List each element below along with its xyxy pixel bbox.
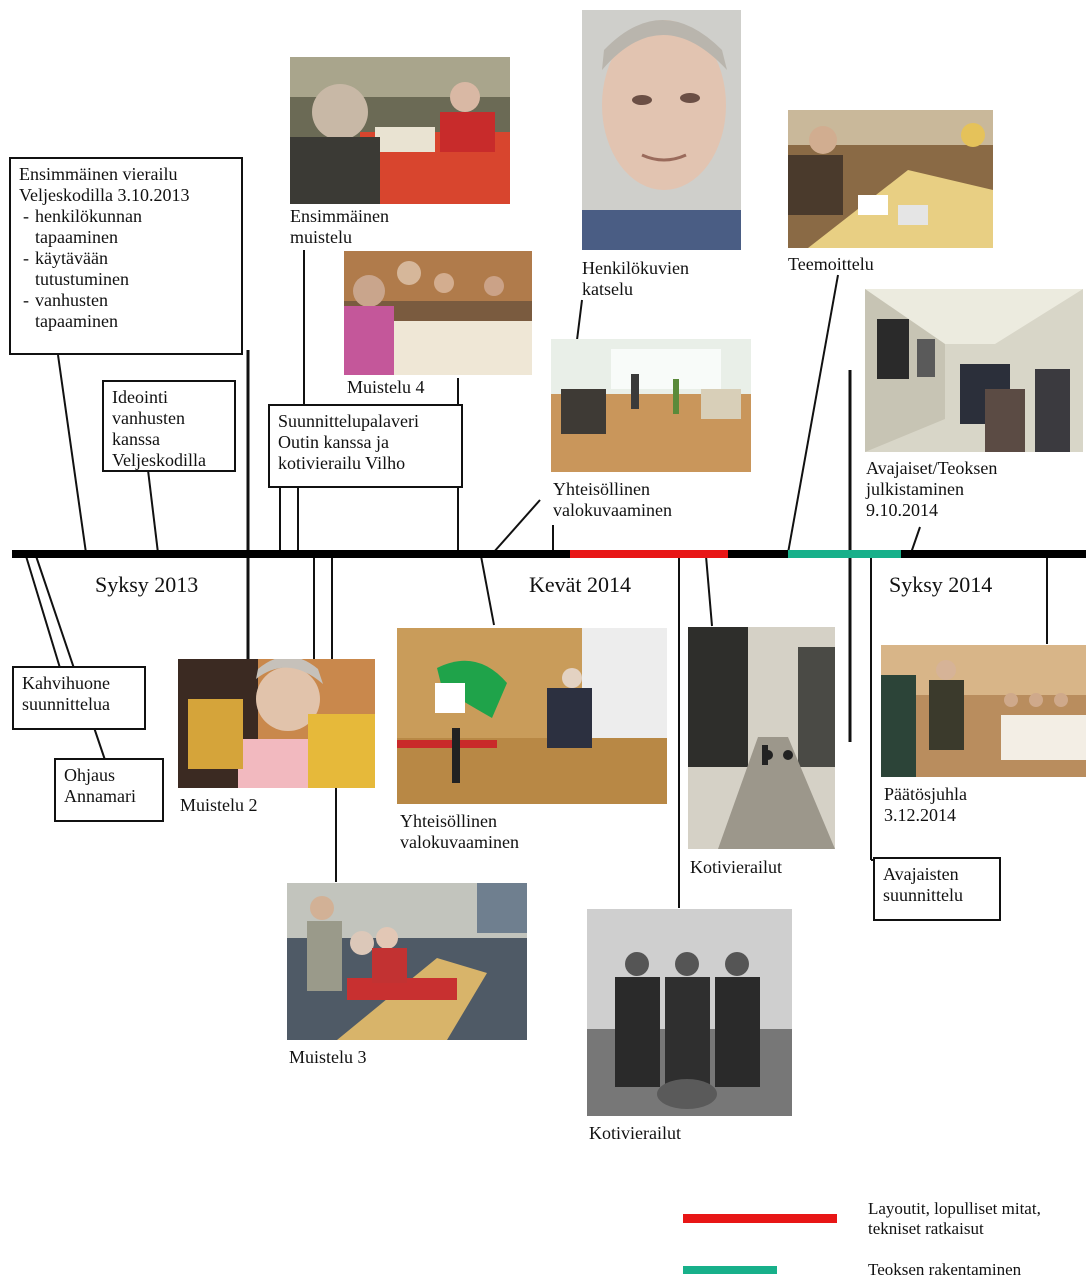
guidance-box: Ohjaus Annamari	[54, 758, 164, 822]
communal-photo-bottom	[397, 628, 667, 804]
first-visit-item: käytävään tutustuminen	[23, 248, 233, 290]
first-visit-item: henkilökunnan tapaaminen	[23, 206, 233, 248]
reminiscence2-caption: Muistelu 2	[180, 795, 258, 815]
themes-photo	[788, 110, 993, 248]
communal-photo-top-caption: Yhteisöllinen valokuvaaminen	[553, 479, 672, 520]
reminiscence4-photo	[344, 251, 532, 375]
opening-photo	[865, 289, 1083, 452]
cafe-planning-box: Kahvihuone suunnittelua	[12, 666, 146, 730]
legend-swatch-build	[683, 1266, 777, 1274]
planning-meeting-box: Suunnittelupalaveri Outin kanssa ja koti…	[268, 404, 463, 488]
communal-photo-top	[551, 339, 751, 472]
opening-caption: Avajaiset/Teoksen julkistaminen 9.10.201…	[866, 458, 998, 520]
first-reminiscence-photo	[290, 57, 510, 204]
season-autumn-2014: Syksy 2014	[889, 572, 993, 597]
themes-caption: Teemoittelu	[788, 254, 874, 274]
home-visits-caption-2: Kotivierailut	[589, 1123, 681, 1143]
legend-label-build: Teoksen rakentaminen	[868, 1260, 1022, 1279]
legend-label-layout: Layoutit, lopulliset mitat, tekniset rat…	[868, 1199, 1041, 1238]
reminiscence3-caption: Muistelu 3	[289, 1047, 367, 1067]
portrait-photo	[582, 10, 741, 250]
home-visits-caption-1: Kotivierailut	[690, 857, 782, 877]
ideation-box: Ideointi vanhusten kanssa Veljeskodilla	[102, 380, 236, 472]
reminiscence3-photo	[287, 883, 527, 1040]
reminiscence2-photo	[178, 659, 375, 788]
first-visit-item: vanhusten tapaaminen	[23, 290, 233, 332]
first-visit-title: Ensimmäinen vierailu Veljeskodilla 3.10.…	[19, 164, 190, 205]
first-visit-box: Ensimmäinen vierailu Veljeskodilla 3.10.…	[9, 157, 243, 355]
home-visits-photo-2	[587, 909, 792, 1116]
season-autumn-2013: Syksy 2013	[95, 572, 199, 597]
communal-photo-bottom-caption: Yhteisöllinen valokuvaaminen	[400, 811, 519, 852]
closing-caption: Päätösjuhla 3.12.2014	[884, 784, 967, 825]
portraits-caption: Henkilökuvien katselu	[582, 258, 689, 299]
closing-photo	[881, 645, 1086, 777]
first-reminiscence-caption: Ensimmäinen muistelu	[290, 206, 389, 247]
home-visits-photo-1	[688, 627, 835, 849]
reminiscence4-caption: Muistelu 4	[347, 377, 425, 397]
legend-swatch-layout	[683, 1214, 837, 1223]
opening-planning-box: Avajaisten suunnittelu	[873, 857, 1001, 921]
season-spring-2014: Kevät 2014	[529, 572, 632, 597]
